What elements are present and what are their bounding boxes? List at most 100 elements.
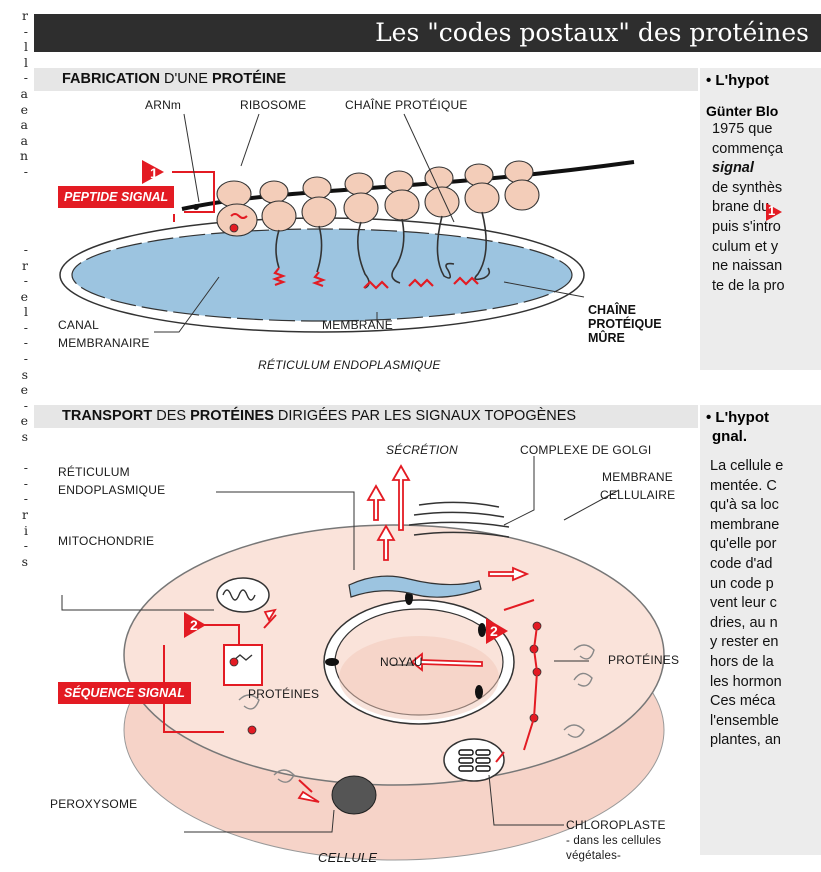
sidebar-marker-number: 1 (768, 203, 775, 218)
sidebar-line: vent leur c (710, 594, 821, 614)
sidebar-line: signal (712, 159, 821, 179)
left-column-fragment: s (0, 429, 28, 445)
label-chaine-mure: CHAÎNEPROTÉIQUEMÛRE (588, 303, 662, 345)
left-column-fragment: - (0, 538, 28, 554)
left-column-fragment: a (0, 117, 28, 133)
sidebar-line: qu'elle por (710, 535, 821, 555)
left-column-fragment: e (0, 102, 28, 118)
label-chaine-proteique: CHAÎNE PROTÉIQUE (345, 98, 468, 112)
left-column-fragment: i (0, 523, 28, 539)
label-membrane-cell-1: MEMBRANE (602, 470, 673, 484)
left-column-fragment: r (0, 507, 28, 523)
left-column-fragment: - (0, 351, 28, 367)
label-noyau: NOYAU (380, 655, 423, 669)
left-column-fragment: l (0, 55, 28, 71)
left-column-fragment: - (0, 320, 28, 336)
header-bold: PROTÉINES (190, 408, 274, 424)
left-column-fragment: s (0, 367, 28, 383)
sidebar-line: plantes, an (710, 731, 821, 751)
sidebar-line: y rester en (710, 633, 821, 653)
label-peroxysome: PEROXYSOME (50, 797, 137, 811)
left-column-fragment (0, 195, 28, 211)
sidebar-line: mentée. C (710, 477, 821, 497)
section-header-fabrication: FABRICATION D'UNE PROTÉINE (34, 68, 698, 91)
left-column-fragment: e (0, 413, 28, 429)
label-cellule: CELLULE (318, 850, 377, 865)
left-column-fragment: e (0, 382, 28, 398)
mitochondrion (217, 578, 269, 612)
label-golgi: COMPLEXE DE GOLGI (520, 443, 651, 457)
left-column-fragment: - (0, 242, 28, 258)
left-column-fragment: - (0, 460, 28, 476)
left-column-fragment: - (0, 335, 28, 351)
left-column-fragment: e (0, 289, 28, 305)
label-proteines-left: PROTÉINES (248, 687, 319, 701)
left-column-fragment: - (0, 491, 28, 507)
left-column-fragment: a (0, 133, 28, 149)
label-chloroplaste: CHLOROPLASTE (566, 818, 666, 832)
label-membranaire: MEMBRANAIRE (58, 336, 150, 350)
label-reticulum-1: RÉTICULUM (58, 465, 130, 479)
left-column-fragment: l (0, 304, 28, 320)
signal-box (224, 645, 262, 685)
header-text: D'UNE (160, 71, 212, 87)
label-chloroplaste-note-1: - dans les cellules (566, 835, 661, 847)
label-ribosome: RIBOSOME (240, 98, 306, 112)
sidebar-line: culum et y (712, 238, 821, 258)
sidebar-heading: • L'hypot (706, 409, 821, 426)
left-column-fragment: - (0, 273, 28, 289)
left-column-fragment: a (0, 86, 28, 102)
left-column-fragment: - (0, 476, 28, 492)
marker-number: 1 (150, 165, 158, 181)
mrna-dot (193, 204, 199, 210)
left-column-fragment: r (0, 258, 28, 274)
label-sequence-signal: SÉQUENCE SIGNAL (58, 682, 191, 704)
left-column-fragment: r (0, 8, 28, 24)
left-column-fragment (0, 211, 28, 227)
left-column-fragment: n (0, 148, 28, 164)
sidebar-line: Ces méca (710, 692, 821, 712)
label-reticulum: RÉTICULUM ENDOPLASMIQUE (258, 358, 441, 372)
label-membrane-cell-2: CELLULAIRE (600, 488, 675, 502)
label-peptide-signal: PEPTIDE SIGNAL (58, 186, 174, 208)
sidebar-line: te de la pro (712, 277, 821, 297)
label-canal: CANAL (58, 318, 99, 332)
left-column-fragment (0, 226, 28, 242)
label-arnm: ARNm (145, 98, 181, 112)
sidebar-line: qu'à sa loc (710, 496, 821, 516)
section-header-transport: TRANSPORT DES PROTÉINES DIRIGÉES PAR LES… (34, 405, 698, 428)
left-column-fragment (0, 180, 28, 196)
sidebar-line: de synthès (712, 179, 821, 199)
left-column-fragment: - (0, 398, 28, 414)
header-text: DIRIGÉES PAR LES SIGNAUX TOPOGÈNES (274, 408, 576, 424)
left-column-fragment: - (0, 70, 28, 86)
sidebar-line: l'ensemble (710, 712, 821, 732)
left-column-fragment: s (0, 554, 28, 570)
sidebar-heading: • L'hypot (706, 72, 821, 89)
sidebar-heading-2: gnal. (712, 428, 821, 445)
chloroplast (444, 739, 504, 781)
left-column-fragment (0, 445, 28, 461)
sidebar-line: commença (712, 140, 821, 160)
left-column-fragment: l (0, 39, 28, 55)
label-chloroplaste-note-2: végétales- (566, 850, 621, 862)
header-bold: PROTÉINE (212, 71, 286, 87)
left-column-fragment: - (0, 24, 28, 40)
label-reticulum-2: ENDOPLASMIQUE (58, 483, 165, 497)
marker-number: 2 (490, 623, 498, 639)
sidebar-line: les hormon (710, 673, 821, 693)
sidebar-line: dries, au n (710, 614, 821, 634)
sidebar-line: La cellule e (710, 457, 821, 477)
sidebar-line: ne naissan (712, 257, 821, 277)
label-secretion: SÉCRÉTION (386, 443, 458, 457)
peroxisome (332, 776, 376, 814)
sidebar-line: 1975 que (712, 120, 821, 140)
left-column-fragment: - (0, 164, 28, 180)
sidebar-line: un code p (710, 575, 821, 595)
header-bold: FABRICATION (62, 71, 160, 87)
label-proteines-right: PROTÉINES (608, 653, 679, 667)
sidebar-line: hors de la (710, 653, 821, 673)
